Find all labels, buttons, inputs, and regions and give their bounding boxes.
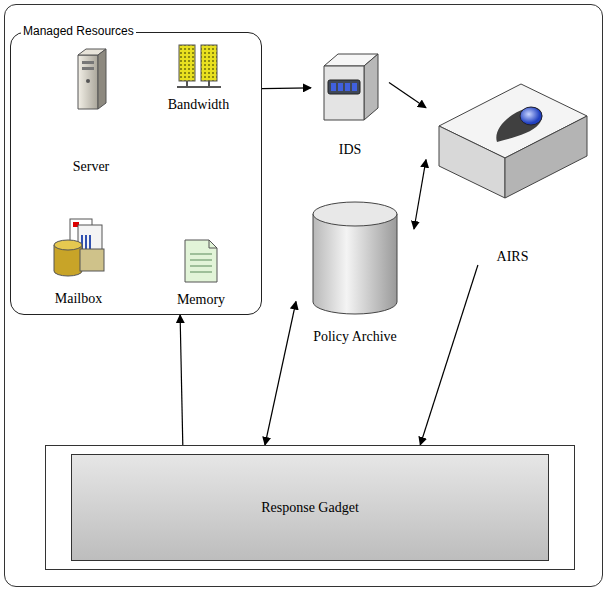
connector-arrow <box>389 82 426 107</box>
node-label: IDS <box>311 142 389 158</box>
resource-item: Bandwidth <box>147 43 250 113</box>
connector-arrow <box>262 87 311 89</box>
connector-arrow <box>414 160 426 229</box>
node-label: Memory <box>157 292 245 308</box>
server-icon <box>74 47 108 113</box>
connector-arrow <box>420 265 478 445</box>
archive-cylinder <box>310 200 400 318</box>
resource-group: Managed Resources Server Bandwidth Mailb… <box>10 32 262 315</box>
node-label: Bandwidth <box>147 97 250 113</box>
connector-arrow <box>265 302 296 446</box>
node-label: AIRS <box>426 249 599 265</box>
resource-item: Memory <box>157 238 245 308</box>
bandwidth-icon <box>175 43 223 91</box>
node-label: Mailbox <box>32 291 125 307</box>
ids-node: IDS <box>311 50 389 158</box>
connector-arrow <box>180 315 183 445</box>
mailbox-icon <box>50 215 108 277</box>
memory-icon <box>181 238 221 284</box>
ids-icon <box>318 50 382 124</box>
response-band: Response Gadget <box>45 445 575 570</box>
gadget-panel: Response Gadget <box>71 454 549 561</box>
archive-node: Policy Archive <box>296 200 414 345</box>
airs-node: AIRS <box>426 80 599 265</box>
resource-item: Mailbox <box>32 215 125 307</box>
node-label: Server <box>52 159 130 175</box>
node-label: Policy Archive <box>296 329 414 345</box>
airs-icon <box>435 80 591 202</box>
node-label: Response Gadget <box>261 500 359 516</box>
group-heading: Managed Resources <box>21 24 136 38</box>
resource-item: Server <box>52 47 130 175</box>
